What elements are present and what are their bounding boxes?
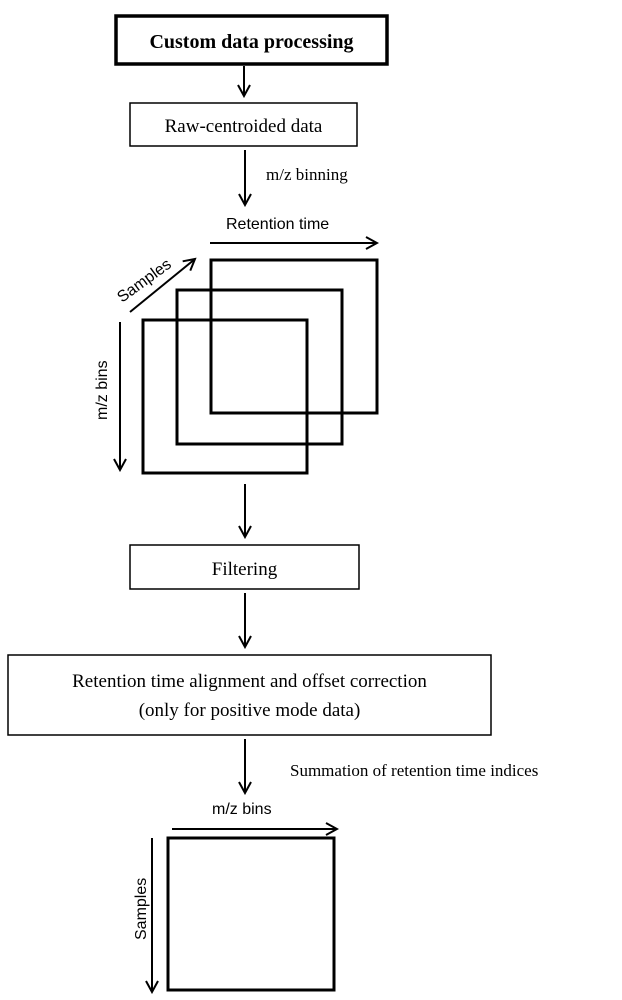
samples-axis-arrow (129, 259, 195, 313)
alignment-label-line1: Retention time alignment and offset corr… (72, 671, 427, 692)
raw-centroided-data-box (129, 102, 358, 147)
matrix-mz-bins-label: m/z bins (212, 801, 272, 818)
mz-binning-label: m/z binning (266, 165, 348, 184)
custom-data-processing-label: Custom data processing (149, 31, 353, 53)
custom-data-processing-box (114, 14, 389, 66)
filtering-box (129, 544, 360, 590)
retention-time-axis-label: Retention time (226, 216, 329, 233)
samples-axis-label: Samples (114, 256, 174, 306)
final-matrix (166, 836, 336, 992)
alignment-label-line2: (only for positive mode data) (139, 700, 361, 721)
cube-layer-middle (175, 288, 344, 446)
alignment-box (7, 654, 492, 736)
raw-centroided-data-label: Raw-centroided data (165, 116, 323, 137)
summation-label: Summation of retention time indices (290, 761, 538, 780)
cube-layer-back (209, 258, 379, 415)
mz-bins-axis-label: m/z bins (94, 360, 111, 420)
filtering-label: Filtering (212, 559, 278, 580)
cube-layer-front (141, 318, 309, 475)
matrix-samples-label: Samples (133, 878, 150, 940)
